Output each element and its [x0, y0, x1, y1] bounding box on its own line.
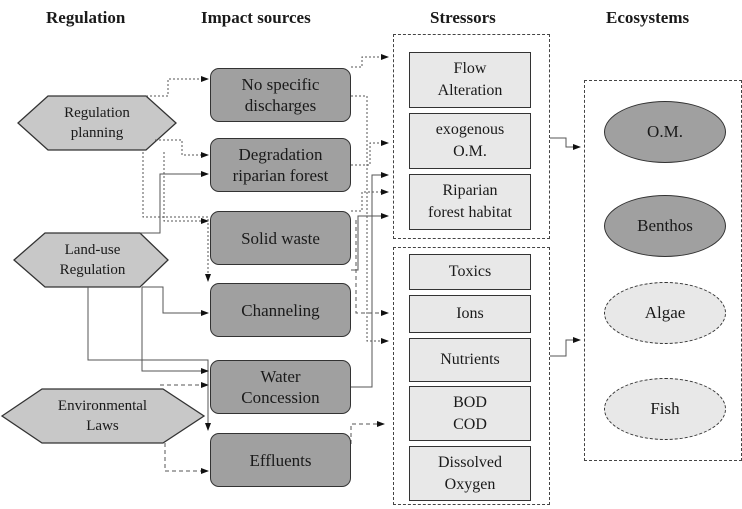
ecosystem-om: O.M. [604, 101, 726, 163]
regulation-planning-line2: planning [70, 125, 124, 141]
stressor-line2: O.M. [453, 143, 487, 160]
ecosystem-algae: Algae [604, 282, 726, 344]
impact-line1: No specific [241, 75, 320, 94]
impact-line1: Channeling [241, 300, 320, 320]
stressor-line1: Dissolved [438, 453, 502, 471]
hexagon-environmental-laws [0, 388, 206, 444]
impact-solid-waste: Solid waste [210, 211, 351, 265]
stressor-line1: Riparian [442, 182, 498, 199]
env-laws-line2: Laws [86, 418, 119, 434]
land-use-line1: Land-use [64, 242, 121, 258]
heading-impact-sources: Impact sources [201, 8, 311, 27]
edge-group1-to-ecosystems [550, 137, 581, 150]
stressor-bod-cod: BOD COD [409, 386, 531, 441]
hexagon-regulation-planning [17, 95, 177, 151]
edge-nodischarge-down [351, 95, 389, 344]
stressor-group-2 [393, 247, 550, 505]
impact-line1: Effluents [249, 450, 312, 470]
impact-line1: Degradation [238, 145, 323, 164]
regulation-planning-line1: Regulation [64, 105, 130, 121]
edge-group2-to-ecosystems [550, 337, 581, 357]
edge-landuse-to-water-2 [141, 287, 209, 374]
edge-effluents-to-group2 [350, 421, 385, 444]
heading-ecosystems: Ecosystems [606, 8, 690, 27]
impact-line2: Concession [241, 388, 320, 407]
edge-planning-to-solidwaste [163, 152, 209, 224]
edge-envlaws-to-effluents [164, 443, 209, 474]
impact-channeling: Channeling [210, 283, 351, 337]
edge-channeling-to-group1 [351, 213, 389, 271]
heading-stressors: Stressors [430, 8, 496, 27]
stressor-line1: Flow [453, 60, 487, 77]
edge-nodischarge-to-group1 [351, 54, 389, 68]
edge-solidwaste-to-group2 [355, 220, 389, 316]
edge-planning-to-nodischarge [146, 76, 209, 97]
stressor-line1: exogenous [435, 121, 505, 138]
impact-line1: Water [260, 367, 301, 386]
impact-no-specific-discharges: No specific discharges [210, 68, 351, 122]
env-laws-line1: Environmental [57, 398, 148, 414]
stressor-line1: BOD [453, 393, 487, 411]
edge-degradation-to-group1 [351, 140, 389, 166]
impact-line2: discharges [244, 96, 317, 115]
stressor-line1: Toxics [448, 263, 492, 280]
impact-line2: riparian forest [232, 166, 329, 185]
impact-effluents: Effluents [210, 433, 351, 487]
stressor-group-1 [393, 34, 550, 239]
stressor-nutrients: Nutrients [409, 338, 531, 382]
stressor-line1: Ions [456, 305, 484, 322]
stressor-ions: Ions [409, 295, 531, 333]
stressor-toxics: Toxics [409, 254, 531, 290]
impact-degradation-riparian-forest: Degradation riparian forest [210, 138, 351, 192]
stressor-line2: COD [453, 415, 487, 433]
stressor-riparian-forest-habitat: Riparian forest habitat [409, 174, 531, 230]
impact-line1: Solid waste [241, 228, 320, 248]
regulation-planning-label: Regulation planning [48, 100, 146, 146]
edge-planning-to-degradation [155, 139, 209, 158]
edge-solidwaste-to-group1 [351, 189, 389, 212]
edge-water-to-group1 [351, 172, 389, 388]
edge-landuse-to-water-1 [87, 287, 209, 372]
land-use-line2: Regulation [59, 262, 126, 278]
stressor-line1: Nutrients [440, 351, 500, 368]
edge-landuse-to-degradation [140, 171, 209, 234]
ecosystem-benthos: Benthos [604, 195, 726, 257]
stressor-line2: Alteration [437, 82, 503, 99]
ecosystem-fish: Fish [604, 378, 726, 440]
hexagon-land-use-regulation [13, 232, 169, 288]
stressor-line2: Oxygen [444, 475, 496, 493]
edge-planning-to-channeling [142, 152, 211, 282]
stressor-line2: forest habitat [428, 204, 512, 221]
heading-regulation: Regulation [46, 8, 126, 27]
edge-landuse-to-channeling [142, 286, 209, 316]
